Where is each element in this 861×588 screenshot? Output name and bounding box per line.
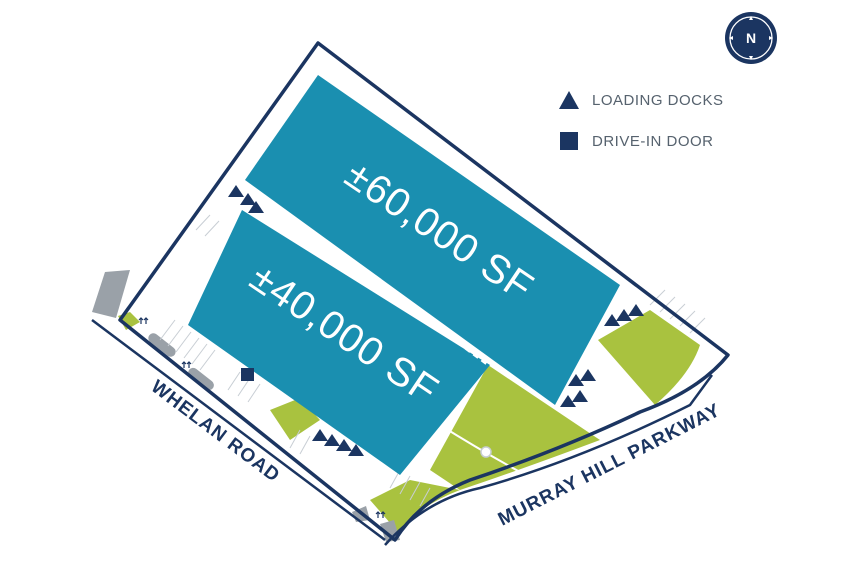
whelan-road-edge <box>91 319 386 541</box>
compass-north-letter: N <box>746 30 756 46</box>
loading-dock-icon <box>336 439 352 451</box>
loading-dock-icon <box>580 369 596 381</box>
map-legend: LOADING DOCKS DRIVE-IN DOOR <box>558 88 724 170</box>
legend-label-loading-docks: LOADING DOCKS <box>592 91 724 109</box>
loading-dock-icon <box>604 314 620 326</box>
site-boundary <box>118 41 730 542</box>
landscape-areas <box>118 310 700 532</box>
loading-dock-icon <box>616 309 632 321</box>
drive-in-door-icon <box>241 368 254 381</box>
loading-dock-icon <box>560 395 576 407</box>
loading-dock-icon <box>572 390 588 402</box>
legend-label-drive-in-door: DRIVE-IN DOOR <box>592 132 714 150</box>
legend-item-loading-docks: LOADING DOCKS <box>558 88 724 112</box>
loading-dock-icon <box>628 304 644 316</box>
drive-in-door-icon <box>558 130 580 152</box>
legend-item-drive-in-door: DRIVE-IN DOOR <box>558 129 724 153</box>
demising-line <box>263 198 489 367</box>
site-walkway <box>439 424 521 473</box>
loading-dock-icon <box>228 185 244 197</box>
loading-dock-icon <box>568 374 584 386</box>
loading-dock-icon <box>312 429 328 441</box>
loading-dock-icon <box>558 89 580 111</box>
north-compass: N <box>724 11 778 65</box>
walkway-node <box>480 446 492 458</box>
murray-hill-road-edge <box>384 374 714 546</box>
loading-docks <box>228 185 644 456</box>
building-60000 <box>245 75 620 405</box>
building-40000 <box>188 210 490 475</box>
loading-dock-icon <box>348 444 364 456</box>
loading-dock-icon <box>248 201 264 213</box>
loading-dock-icon <box>324 434 340 446</box>
traffic-arrows <box>138 317 386 518</box>
loading-dock-icon <box>240 193 256 205</box>
